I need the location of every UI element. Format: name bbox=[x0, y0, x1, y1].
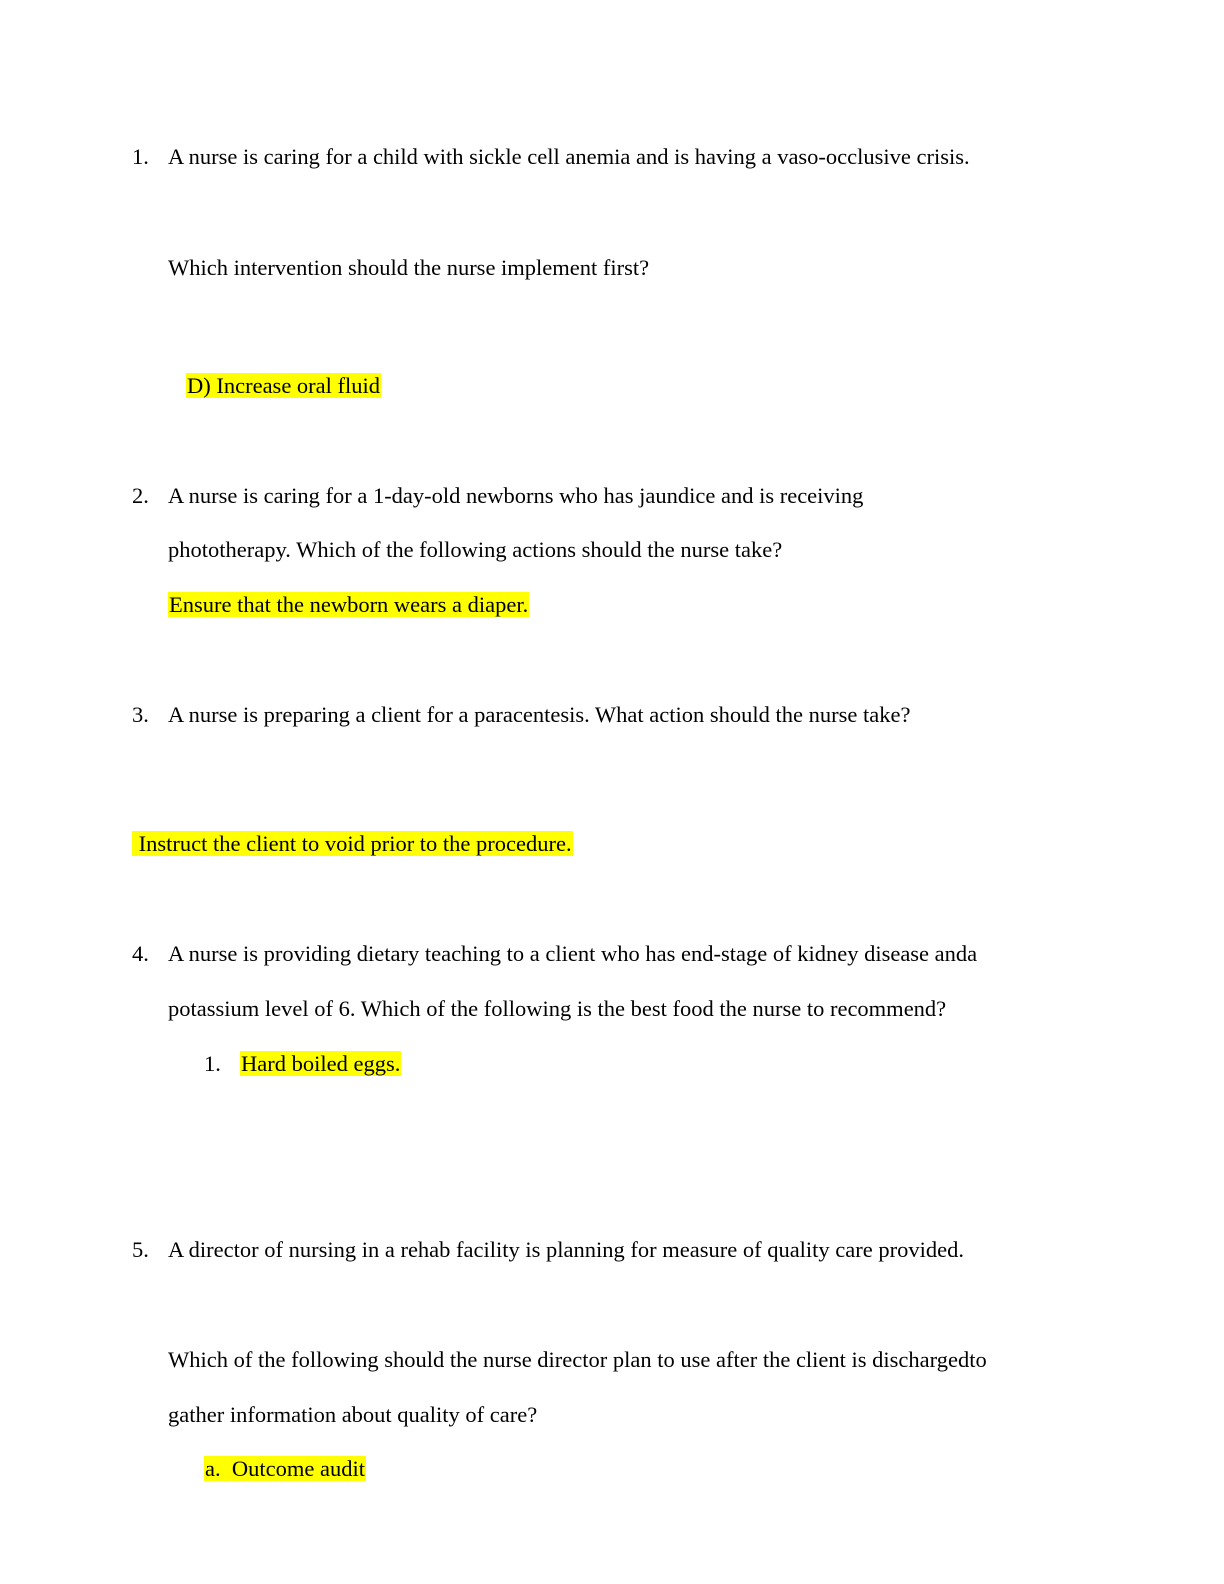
answer-highlight: Ensure that the newborn wears a diaper. bbox=[168, 591, 530, 619]
question-text: A director of nursing in a rehab facilit… bbox=[168, 1237, 964, 1262]
question-number: 2. bbox=[132, 483, 149, 508]
question-text: A nurse is caring for a 1-day-old newbor… bbox=[168, 483, 864, 508]
question-text: Which of the following should the nurse … bbox=[168, 1347, 987, 1372]
question-text: A nurse is providing dietary teaching to… bbox=[168, 941, 978, 966]
question-number: 4. bbox=[132, 941, 149, 966]
answer-text: Instruct the client to void prior to the… bbox=[132, 831, 573, 856]
question-number: 5. bbox=[132, 1237, 149, 1262]
question-text: potassium level of 6. Which of the follo… bbox=[168, 996, 947, 1021]
answer-highlight: Hard boiled eggs. bbox=[240, 1050, 402, 1078]
answer-highlight: D) Increase oral fluid bbox=[186, 372, 382, 400]
answer-text: Ensure that the newborn wears a diaper. bbox=[168, 592, 530, 617]
question-text: phototherapy. Which of the following act… bbox=[168, 537, 783, 562]
answer-highlight: a. Outcome audit bbox=[204, 1455, 366, 1483]
question-text: A nurse is caring for a child with sickl… bbox=[168, 144, 970, 169]
question-text: A nurse is preparing a client for a para… bbox=[168, 702, 911, 727]
answer-text: a. Outcome audit bbox=[204, 1456, 366, 1481]
answer-highlight: Instruct the client to void prior to the… bbox=[132, 830, 573, 858]
question-number: 3. bbox=[132, 702, 149, 727]
question-text: gather information about quality of care… bbox=[168, 1402, 538, 1427]
question-number: 1. bbox=[132, 144, 149, 169]
answer-marker: 1. bbox=[204, 1051, 221, 1076]
answer-text: D) Increase oral fluid bbox=[186, 373, 382, 398]
question-text: Which intervention should the nurse impl… bbox=[168, 255, 650, 280]
answer-text: Hard boiled eggs. bbox=[240, 1051, 402, 1076]
